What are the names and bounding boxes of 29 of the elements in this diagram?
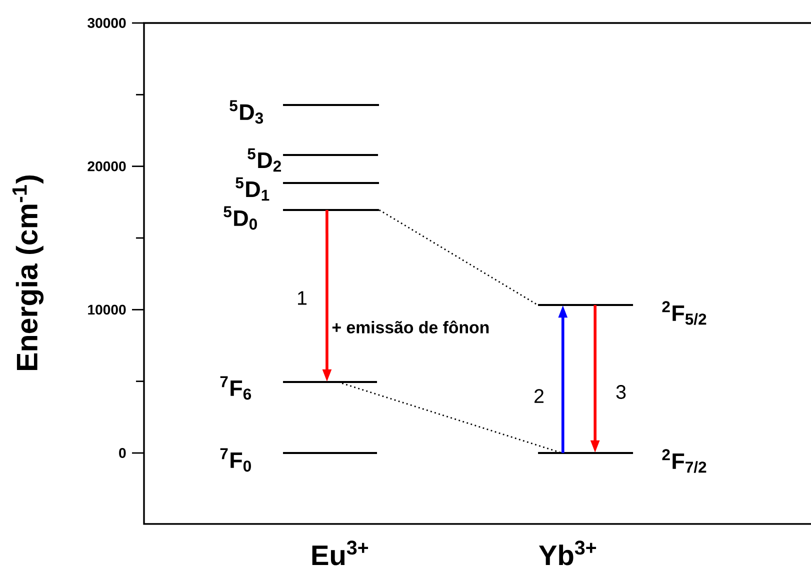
energy-level: $^{5}$D$_{0}$ xyxy=(224,206,379,230)
node-label: $^{5}$D$_{2}$ xyxy=(248,148,281,172)
energy-level: $^{5}$D$_{1}$ xyxy=(236,177,379,201)
energy-level: $^{7}$F$_{0}$ xyxy=(220,448,377,472)
ion-label: Eu$^{3+}$ xyxy=(312,540,368,566)
ion-label: Yb$^{3+}$ xyxy=(538,540,596,566)
tick-label: 10000 xyxy=(88,304,126,315)
edge-label: 3 xyxy=(616,385,626,399)
node-label: $^{5}$D$_{0}$ xyxy=(224,206,257,230)
energy-level: $^{5}$D$_{3}$ xyxy=(230,100,379,124)
node-label: $^{7}$F$_{6}$ xyxy=(220,376,252,400)
dotted-line xyxy=(338,381,562,454)
energy-level: $^{2}$F$_{7/2}$ xyxy=(538,449,706,473)
edge-label: 1 xyxy=(298,291,307,305)
annotation: + emissão de fônon xyxy=(332,320,489,334)
node-label: $^{5}$D$_{1}$ xyxy=(236,177,270,201)
node-label: $^{2}$F$_{7/2}$ xyxy=(662,449,706,473)
dotted-line xyxy=(378,209,538,306)
energy-level: $^{2}$F$_{5/2}$ xyxy=(538,301,706,325)
tick-label: 20000 xyxy=(88,161,126,172)
axis-title: Energia (cm$^{-1}$) xyxy=(12,176,44,370)
node-label: $^{2}$F$_{5/2}$ xyxy=(662,301,706,325)
tick-label: 0 xyxy=(119,448,126,458)
tick-label: 30000 xyxy=(88,18,126,28)
edge-label: 2 xyxy=(534,389,544,403)
node-label: $^{5}$D$_{3}$ xyxy=(230,100,264,124)
energy-level: $^{5}$D$_{2}$ xyxy=(248,148,378,172)
energy-level: $^{7}$F$_{6}$ xyxy=(220,376,377,400)
node-label: $^{7}$F$_{0}$ xyxy=(220,448,251,472)
